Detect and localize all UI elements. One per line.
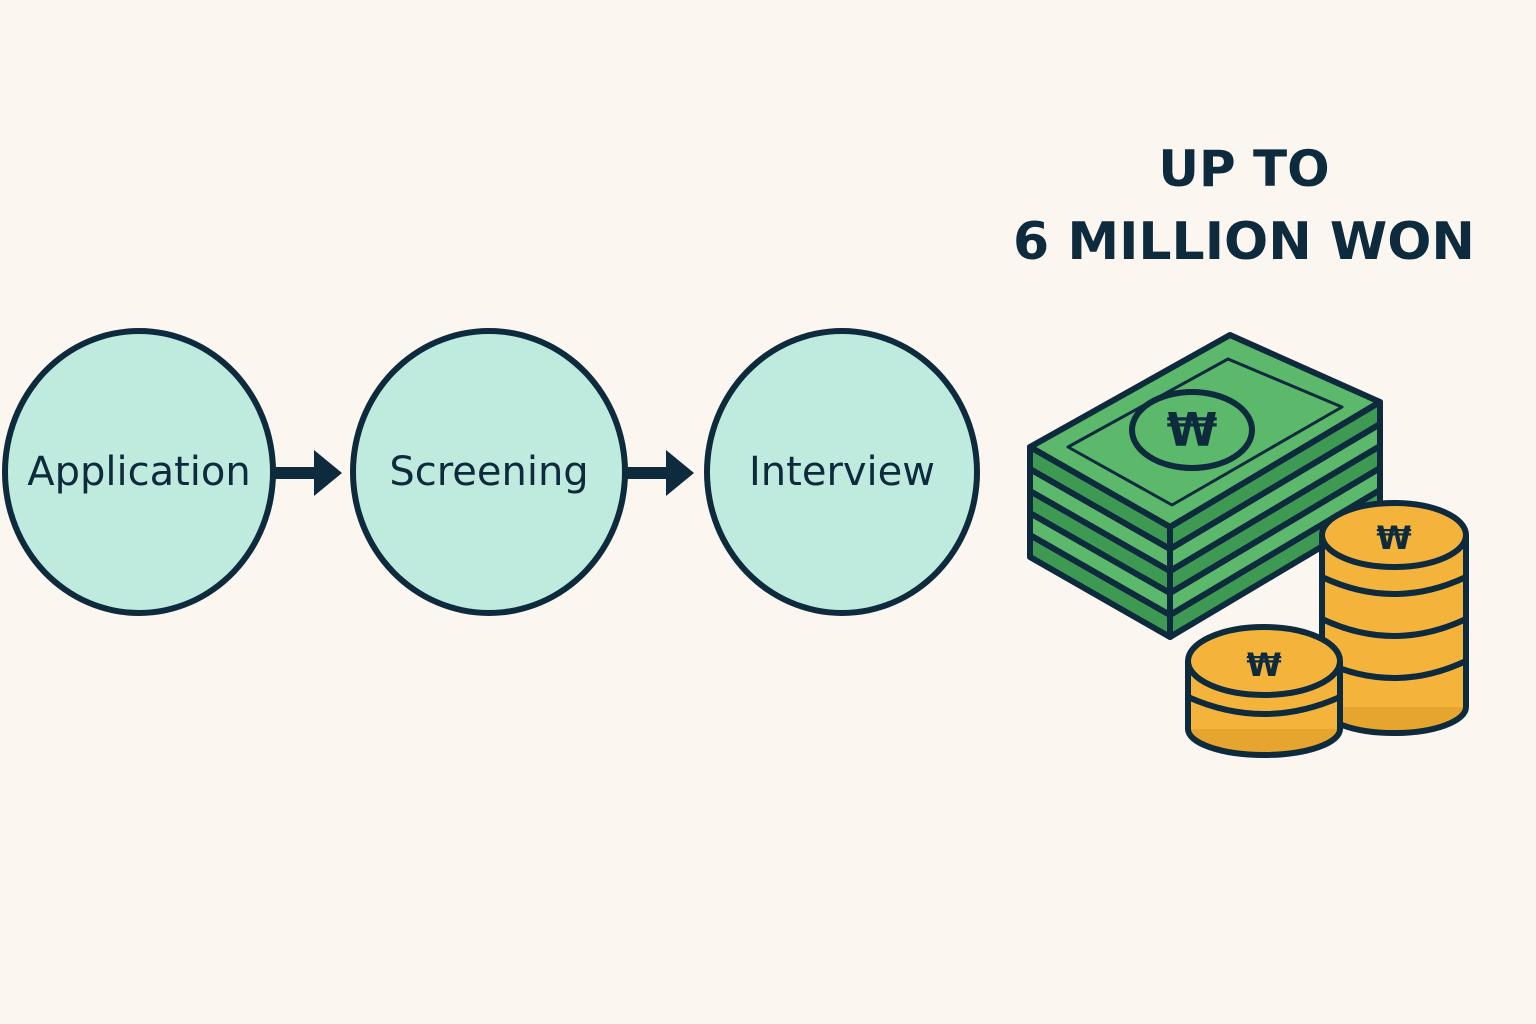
banknote-stack-icon <box>1027 332 1383 640</box>
coin-stack-icon <box>1185 624 1343 758</box>
step-interview: Interview <box>704 328 980 616</box>
step-label: Screening <box>389 449 589 495</box>
coin-stack-icon <box>1319 500 1469 736</box>
currency-symbol-coin: ₩ <box>1246 646 1281 684</box>
award-amount: 6 MILLION WON <box>1013 212 1475 272</box>
step-label: Application <box>27 449 251 495</box>
arrow-right-icon <box>274 450 342 496</box>
award-headline-line-1: UP TO <box>1158 140 1330 198</box>
step-application: Application <box>2 328 276 616</box>
arrow-right-icon <box>626 450 694 496</box>
step-label: Interview <box>749 449 935 495</box>
currency-symbol-coin: ₩ <box>1376 519 1411 557</box>
money-illustration: ₩ ₩ ₩ <box>1027 332 1469 758</box>
currency-symbol-bill: ₩ <box>1167 403 1218 457</box>
step-screening: Screening <box>350 328 628 616</box>
